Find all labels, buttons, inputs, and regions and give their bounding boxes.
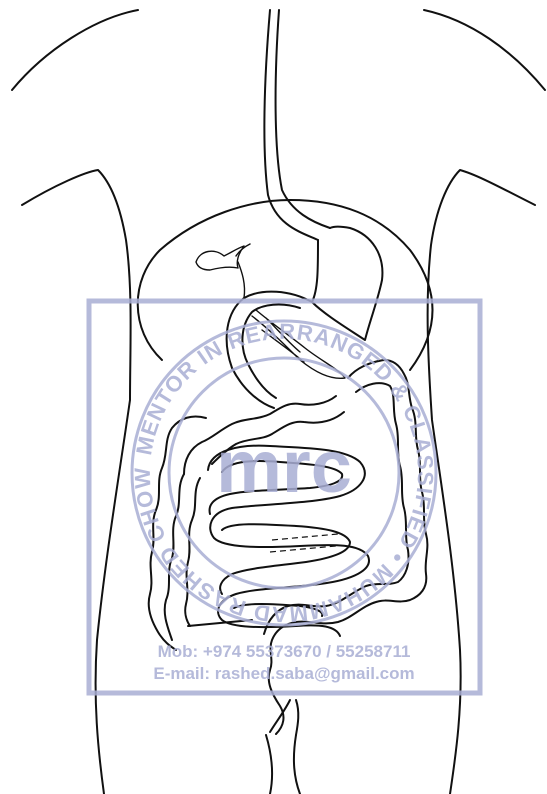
right-shoulder-curve [424, 10, 545, 90]
gallbladder-and-bile-duct [196, 244, 250, 298]
watermark-contact-email: E-mail: rashed.saba@gmail.com [153, 664, 414, 683]
left-shoulder-curve [12, 10, 138, 90]
stomach [312, 227, 382, 341]
small-intestine-hidden-segment [270, 534, 338, 552]
esophagus [264, 10, 330, 240]
inner-left-leg-outline [266, 735, 272, 794]
ascending-colon-inner [185, 478, 200, 626]
watermark: MENTOR IN REARRANGED & CLASSIFIED • MUHA… [0, 0, 480, 693]
left-arm-torso-outline [22, 170, 131, 794]
bile-duct [238, 262, 245, 298]
watermark-contact-mobile: Mob: +974 55373670 / 55258711 [158, 642, 411, 661]
gallbladder [196, 246, 244, 270]
watermark-logo-text: mrc [216, 425, 352, 508]
esophagus-right-wall [276, 10, 330, 228]
small-intestine-mid-coil [220, 524, 350, 594]
inner-right-leg-outline [294, 735, 300, 794]
